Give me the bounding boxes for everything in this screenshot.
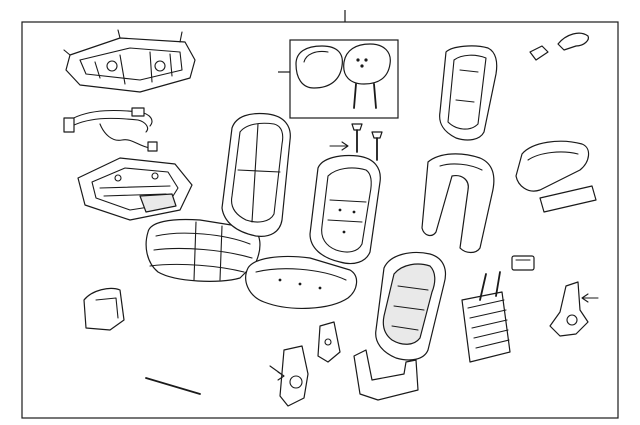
seat-back-side-frame — [421, 153, 495, 254]
headrest-group — [278, 39, 399, 119]
seat-cushion-pad — [145, 218, 261, 282]
side-bracket-left — [83, 287, 125, 331]
seat-switch — [511, 255, 535, 271]
lower-bracket — [317, 321, 341, 363]
seat-cushion-frame — [77, 157, 193, 221]
recliner-bracket-right — [549, 281, 599, 337]
lumbar-support-mat — [461, 271, 511, 363]
trim-clips — [529, 32, 589, 61]
seat-back-frame-assembly — [375, 251, 447, 361]
diagram-frame — [21, 10, 619, 419]
seat-adjuster-track — [63, 29, 196, 93]
cross-rail — [353, 349, 419, 401]
seat-back-pad — [309, 154, 381, 265]
seat-cushion-pad-lower — [245, 255, 358, 309]
torsion-rod — [145, 377, 201, 395]
recliner-mechanism — [269, 345, 309, 407]
wiring-harness — [63, 107, 158, 152]
seat-side-shield — [515, 140, 597, 213]
seat-back-frame — [439, 45, 498, 141]
headrest-guides — [329, 123, 383, 161]
seat-back-cover — [221, 112, 291, 237]
